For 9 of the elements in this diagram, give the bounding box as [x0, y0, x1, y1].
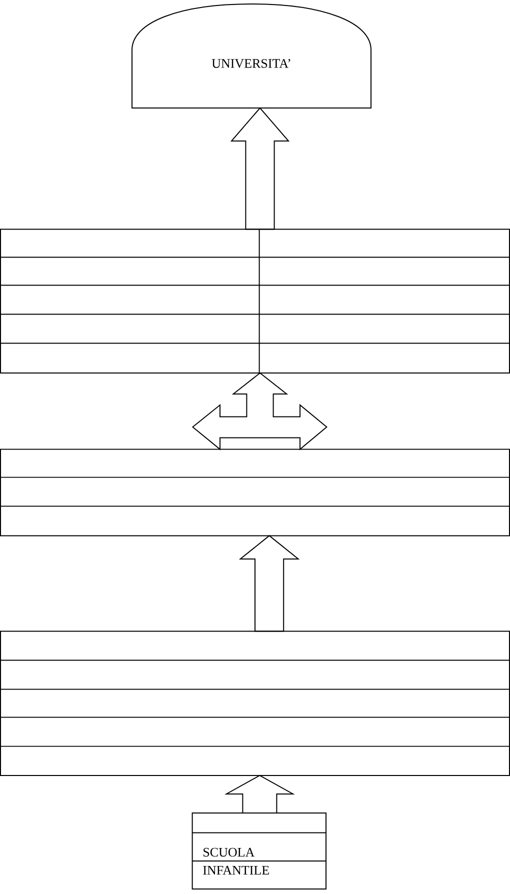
dome-box: UNIVERSITA’	[132, 4, 372, 108]
block-arrow	[230, 107, 290, 230]
three-way-block-arrow	[192, 372, 328, 450]
table	[0, 448, 510, 536]
table	[0, 630, 510, 776]
table	[0, 228, 510, 374]
label-box: SCUOLA INFANTILE	[192, 812, 326, 890]
block-arrow	[238, 535, 300, 632]
block-arrow	[224, 774, 295, 814]
